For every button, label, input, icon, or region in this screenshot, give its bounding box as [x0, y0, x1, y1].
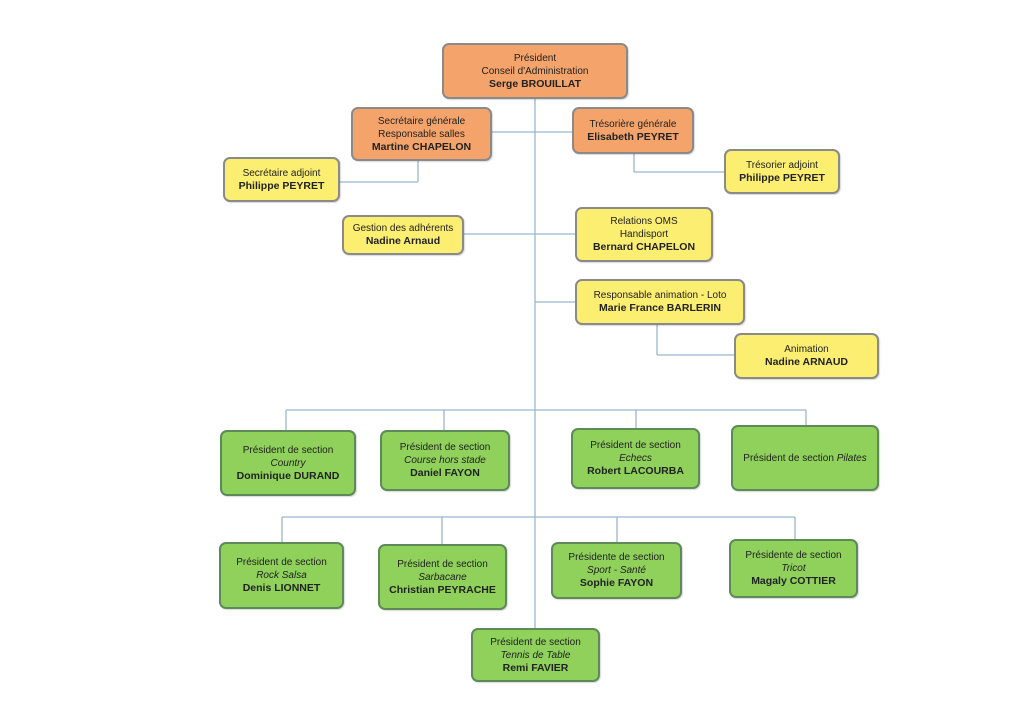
section-rock-salsa-box: Président de section Rock Salsa Denis LI… — [219, 542, 344, 609]
section-name-label: Echecs — [619, 453, 652, 464]
section-role: Président de section — [242, 444, 334, 456]
section-role: Président de section — [399, 442, 491, 453]
section-name-label: Rock Salsa — [256, 570, 307, 581]
animation-name: Nadine ARNAUD — [764, 356, 849, 368]
section-country-box: Président de section Country Dominique D… — [220, 430, 356, 496]
section-name-label: Sarbacane — [418, 571, 467, 583]
animation-loto-role: Responsable animation - Loto — [593, 290, 727, 301]
section-president-name: Daniel FAYON — [410, 467, 480, 479]
section-pilates-box: Président de section Pilates — [731, 425, 879, 491]
gestion-adherents-box: Gestion des adhérents Nadine Arnaud — [342, 215, 464, 255]
section-sarbacane-box: Président de section Sarbacane Christian… — [378, 544, 507, 610]
section-role: Président de section — [236, 557, 327, 568]
section-name-label: Course hors stade — [404, 455, 486, 466]
secretaire-adjoint-name: Philippe PEYRET — [238, 179, 325, 192]
relations-oms-subrole: Handisport — [619, 229, 669, 240]
section-role: Présidente de section — [568, 552, 665, 563]
section-pilates-label: Président de section Pilates — [743, 452, 866, 465]
animation-role: Animation — [784, 344, 829, 355]
secretaire-generale-role: Secrétaire générale — [377, 115, 466, 127]
secretaire-generale-subrole: Responsable salles — [378, 128, 465, 140]
section-role: Président de section — [590, 440, 681, 451]
section-tricot-box: Présidente de section Tricot Magaly COTT… — [729, 539, 858, 598]
section-president-name: Remi FAVIER — [502, 661, 569, 674]
section-role: Président de section — [397, 558, 488, 570]
section-sport-sante-box: Présidente de section Sport - Santé Soph… — [551, 542, 682, 599]
section-name-label: Pilates — [836, 452, 867, 464]
gestion-adherents-name: Nadine Arnaud — [365, 235, 441, 247]
secretaire-generale-name: Martine CHAPELON — [371, 140, 472, 153]
section-president-name: Sophie FAYON — [579, 577, 654, 589]
section-role: Présidente de section — [745, 550, 842, 561]
section-name-label: Tennis de Table — [500, 649, 571, 661]
relations-oms-role: Relations OMS — [610, 216, 678, 227]
section-name-label: Tricot — [781, 563, 806, 574]
president-subrole: Conseil d'Administration — [481, 65, 589, 77]
section-role: Président de section — [743, 452, 834, 464]
section-role: Président de section — [490, 636, 581, 648]
animation-loto-box: Responsable animation - Loto Marie Franc… — [575, 279, 745, 325]
animation-box: Animation Nadine ARNAUD — [734, 333, 879, 379]
section-course-hors-stade-box: Président de section Course hors stade D… — [380, 430, 510, 491]
secretaire-adjoint-role: Secrétaire adjoint — [242, 167, 321, 179]
gestion-adherents-role: Gestion des adhérents — [352, 223, 454, 234]
section-president-name: Christian PEYRACHE — [389, 583, 496, 596]
secretaire-generale-box: Secrétaire générale Responsable salles M… — [351, 107, 492, 161]
section-echecs-box: Président de section Echecs Robert LACOU… — [571, 428, 700, 489]
secretaire-adjoint-box: Secrétaire adjoint Philippe PEYRET — [223, 157, 340, 202]
president-box: Président Conseil d'Administration Serge… — [442, 43, 628, 99]
section-tennis-de-table-box: Président de section Tennis de Table Rem… — [471, 628, 600, 682]
section-name-label: Sport - Santé — [587, 565, 646, 576]
tresoriere-generale-name: Elisabeth PEYRET — [587, 130, 679, 143]
president-name: Serge BROUILLAT — [489, 77, 581, 90]
tresorier-adjoint-name: Philippe PEYRET — [739, 171, 825, 184]
section-name-label: Country — [270, 457, 306, 469]
section-president-name: Magaly COTTIER — [751, 575, 836, 587]
relations-oms-box: Relations OMS Handisport Bernard CHAPELO… — [575, 207, 713, 262]
tresorier-adjoint-box: Trésorier adjoint Philippe PEYRET — [724, 149, 840, 194]
tresorier-adjoint-role: Trésorier adjoint — [746, 159, 818, 171]
animation-loto-name: Marie France BARLERIN — [599, 302, 721, 314]
relations-oms-name: Bernard CHAPELON — [592, 241, 696, 253]
tresoriere-generale-role: Trésorière générale — [589, 118, 677, 130]
section-president-name: Denis LIONNET — [242, 582, 321, 594]
tresoriere-generale-box: Trésorière générale Elisabeth PEYRET — [572, 107, 694, 154]
president-role: Président — [513, 52, 557, 64]
section-president-name: Dominique DURAND — [236, 469, 340, 482]
section-president-name: Robert LACOURBA — [587, 465, 684, 477]
